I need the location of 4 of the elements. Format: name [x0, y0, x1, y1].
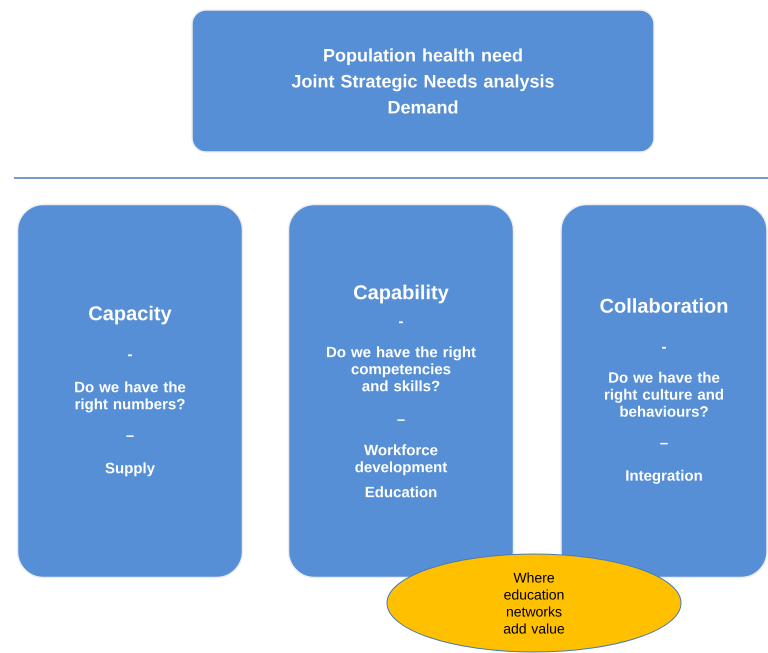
- category-box: Capacity - Do we have the right numbers? – Supply: [16, 204, 244, 578]
- heading-box: Population health need Joint Strategic Needs analysis Demand: [191, 9, 655, 153]
- category-box: Collaboration - Do we have the right culture and behaviours? – Integration: [560, 204, 768, 578]
- category-box: Capability - Do we have the right competencies and skills? – Workforce development Education: [288, 204, 514, 578]
